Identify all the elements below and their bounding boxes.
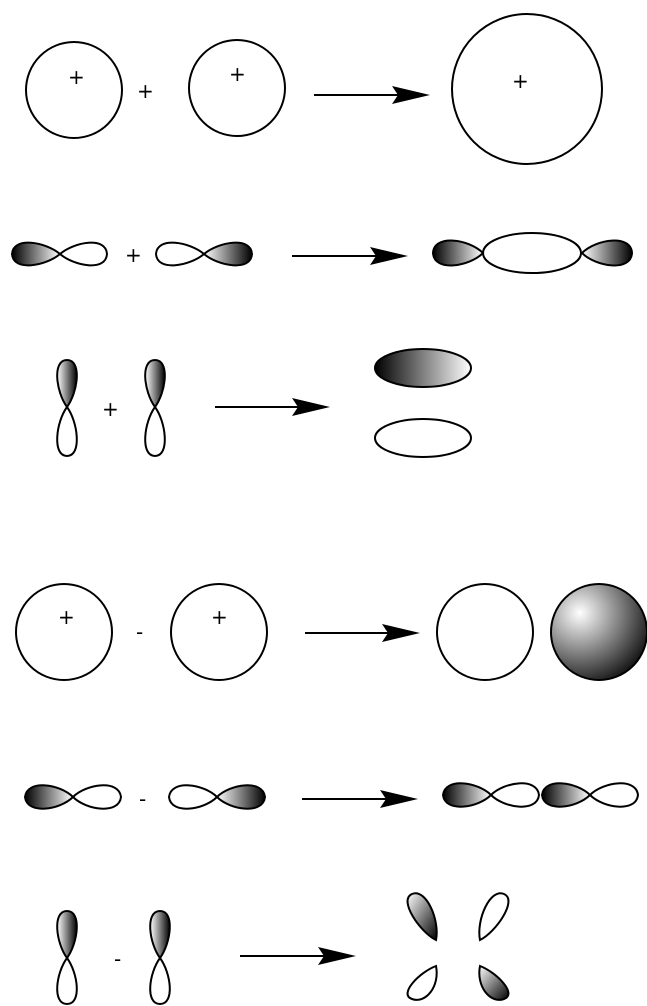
operator: - <box>136 620 143 644</box>
row-px-plus <box>10 232 634 274</box>
p-lobe-open <box>71 784 123 810</box>
operator: - <box>139 787 146 811</box>
pi-antibonding-lobe-shaded <box>406 892 438 942</box>
sigma-lobe-shaded <box>431 239 485 267</box>
row-py-plus <box>56 348 472 458</box>
s-orbital-left <box>25 41 123 139</box>
p-lobe-shaded <box>144 358 166 409</box>
pi-antibonding-lobe-open <box>406 964 438 1001</box>
operator: - <box>114 947 121 971</box>
phase-sign: + <box>211 605 228 629</box>
sigma-lobe-shaded <box>580 239 634 267</box>
p-lobe-open <box>144 405 166 458</box>
pi-lobe-shaded <box>374 348 472 388</box>
p-lobe-open <box>58 241 109 267</box>
p-lobe-shaded <box>56 909 78 960</box>
row-px-minus <box>23 782 640 810</box>
pi-lobe-open <box>374 418 472 458</box>
p-lobe-open <box>154 241 206 267</box>
operator: + <box>102 397 119 421</box>
row-py-minus <box>56 892 510 1006</box>
phase-sign: + <box>68 65 85 89</box>
p-lobe-open <box>167 784 219 810</box>
sigma-antibonding-lobe-shaded <box>540 782 592 808</box>
operator: + <box>137 79 154 103</box>
p-lobe-shaded <box>202 241 254 267</box>
p-lobe-shaded <box>23 784 75 810</box>
phase-sign: + <box>512 69 529 93</box>
sigma-antibonding-lobe-open <box>489 782 541 808</box>
pi-antibonding-lobe-open <box>478 892 510 942</box>
s-orbital-right <box>170 583 268 681</box>
s-orbital-left <box>15 583 113 681</box>
row-s-plus <box>25 13 603 165</box>
s-orbital-right <box>188 39 286 137</box>
sigma-bonding-orbital <box>451 13 603 165</box>
sigma-antibonding-lobe-shaded <box>550 583 647 681</box>
pi-antibonding-lobe-shaded <box>478 964 510 1001</box>
p-lobe-shaded <box>215 784 267 810</box>
phase-sign: + <box>229 62 246 86</box>
p-lobe-open <box>56 405 78 458</box>
p-lobe-shaded <box>10 241 62 267</box>
sigma-antibonding-lobe-shaded <box>441 782 493 808</box>
p-lobe-shaded <box>149 909 171 960</box>
row-s-minus <box>15 583 647 681</box>
operator: + <box>125 243 142 267</box>
p-lobe-open <box>56 956 78 1006</box>
phase-sign: + <box>58 605 75 629</box>
p-lobe-shaded <box>56 358 78 409</box>
sigma-antibonding-lobe-open <box>588 782 640 808</box>
p-lobe-open <box>149 956 171 1006</box>
sigma-bond-ellipse <box>482 232 582 274</box>
sigma-antibonding-lobe-open <box>436 583 534 681</box>
